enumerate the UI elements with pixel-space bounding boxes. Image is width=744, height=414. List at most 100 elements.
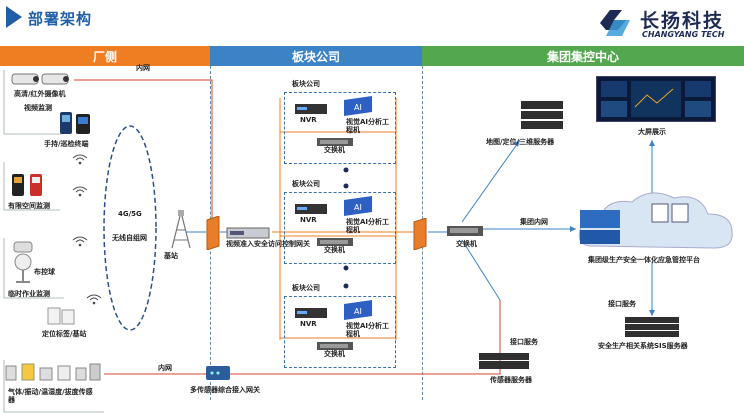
firewall-group (412, 217, 428, 254)
gateway-label: 多传感器综合接入网关 (190, 386, 260, 394)
tag-label: 定位标签/基站 (42, 330, 87, 338)
sensors-device (4, 362, 104, 388)
camera-icon (11, 73, 69, 85)
handheld-terminal-icon (60, 112, 90, 134)
brand-name: 长扬科技 (640, 10, 725, 32)
sis-server (624, 316, 680, 342)
sensor-gateway (204, 364, 232, 386)
switch-label-1: 交换机 (324, 146, 345, 154)
wifi-icon (72, 150, 88, 169)
base-station (168, 210, 194, 254)
ai-label-3: 视觉AI分析工程机 (346, 322, 390, 339)
segment-unit-label-3: 板块公司 (292, 284, 320, 292)
ai-device-3: AI (340, 300, 376, 324)
ai-device-2: AI (340, 196, 376, 220)
segment-unit-1 (284, 92, 396, 164)
wifi-icon-4 (86, 290, 102, 309)
intranet-label-top: 内网 (136, 64, 150, 72)
group-switch-label: 交换机 (456, 240, 477, 248)
sensors-label: 气体/振动/温湿度/拔度传感器 (8, 388, 93, 405)
segment-unit-2 (284, 192, 396, 264)
video-label: 视频监测 (24, 104, 52, 112)
network-label: 4G/5G (118, 210, 142, 218)
map-server-label: 地图/定位/三维服务器 (486, 138, 555, 146)
gateway-icon (206, 366, 230, 380)
switch-icon (317, 138, 353, 146)
switch-icon (317, 342, 353, 350)
firewall-icon (413, 217, 427, 251)
header-group: 集团集控中心 (422, 46, 744, 66)
switch-device-1 (316, 132, 354, 151)
brand-logo (596, 6, 744, 40)
nvr-device-2 (294, 200, 328, 219)
base-station-icon (171, 210, 191, 249)
sensor-server (478, 352, 530, 374)
dome-camera-icon (13, 241, 33, 283)
switch-device-2 (316, 232, 354, 251)
access-gateway-icon (226, 227, 270, 239)
map-server (520, 100, 564, 134)
ai-label-2: 视觉AI分析工程机 (346, 218, 390, 235)
svg-text:AI: AI (354, 103, 362, 112)
rack-server-icon (479, 353, 529, 369)
switch-label-2: 交换机 (324, 246, 345, 254)
big-screen-label: 大屏展示 (638, 128, 666, 136)
big-screen (596, 76, 716, 122)
brand-name-en: CHANGYANG TECH (642, 30, 725, 39)
cloud-platform-icon (578, 192, 733, 249)
video-gateway-label: 视频准入安全访问控制网关 (226, 240, 310, 248)
nvr-icon (295, 308, 327, 318)
brand-mark-icon (600, 10, 630, 36)
segment-unit-label-1: 板块公司 (292, 80, 320, 88)
ai-device-1: AI (340, 96, 376, 120)
confined-device (10, 174, 50, 200)
ai-server-icon: AI (344, 196, 372, 216)
rack-server-icon (625, 317, 679, 337)
switch-icon (447, 226, 483, 236)
nvr-label-2: NVR (300, 216, 317, 224)
ball-device (10, 240, 40, 288)
location-tag-icon (47, 307, 75, 325)
interface-right-label: 接口服务 (608, 300, 636, 308)
ball-label: 布控球 (34, 268, 55, 276)
firewall-icon (206, 215, 220, 251)
header-segment: 板块公司 (210, 46, 422, 66)
sensor-server-label: 传感器服务器 (490, 376, 532, 384)
sis-server-label: 安全生产相关系统SIS服务器 (598, 342, 688, 350)
nvr-label-3: NVR (300, 320, 317, 328)
header-factory: 厂侧 (0, 46, 210, 66)
nvr-icon (295, 204, 327, 214)
wifi-icon-3 (72, 232, 88, 251)
handheld-label: 手持/巡检终端 (44, 140, 89, 148)
svg-text:AI: AI (354, 307, 362, 316)
temp-work-label: 临时作业监测 (8, 290, 50, 298)
segment-unit-label-2: 板块公司 (292, 180, 320, 188)
ai-label-1: 视觉AI分析工程机 (346, 118, 390, 135)
intranet-label-bottom: 内网 (158, 364, 172, 372)
logo-mark-icon (6, 6, 22, 28)
svg-text:AI: AI (354, 203, 362, 212)
ai-server-icon: AI (344, 300, 372, 320)
nvr-device-1 (294, 100, 328, 119)
handheld-device (58, 112, 94, 138)
tag-device (46, 306, 76, 330)
dashboard-screen-icon (601, 81, 711, 117)
platform-cloud (572, 186, 742, 270)
switch-device-3 (316, 336, 354, 355)
group-switch (446, 222, 484, 241)
more-units-dots-1 (342, 166, 350, 194)
more-units-dots-2 (342, 264, 350, 296)
switch-label-3: 交换机 (324, 350, 345, 358)
segment-unit-3 (284, 296, 396, 368)
gas-detector-icon (12, 174, 42, 196)
group-intranet-label: 集团内网 (520, 218, 548, 226)
nvr-device-3 (294, 304, 328, 323)
interface-mid-label: 接口服务 (510, 338, 538, 346)
video-gateway (226, 224, 270, 243)
base-label: 基站 (164, 252, 178, 260)
page-title: 部署架构 (28, 10, 93, 28)
confined-label: 有限空间监测 (8, 202, 50, 210)
switch-icon (317, 238, 353, 246)
camera-device (6, 70, 70, 92)
ai-server-icon: AI (344, 96, 372, 116)
